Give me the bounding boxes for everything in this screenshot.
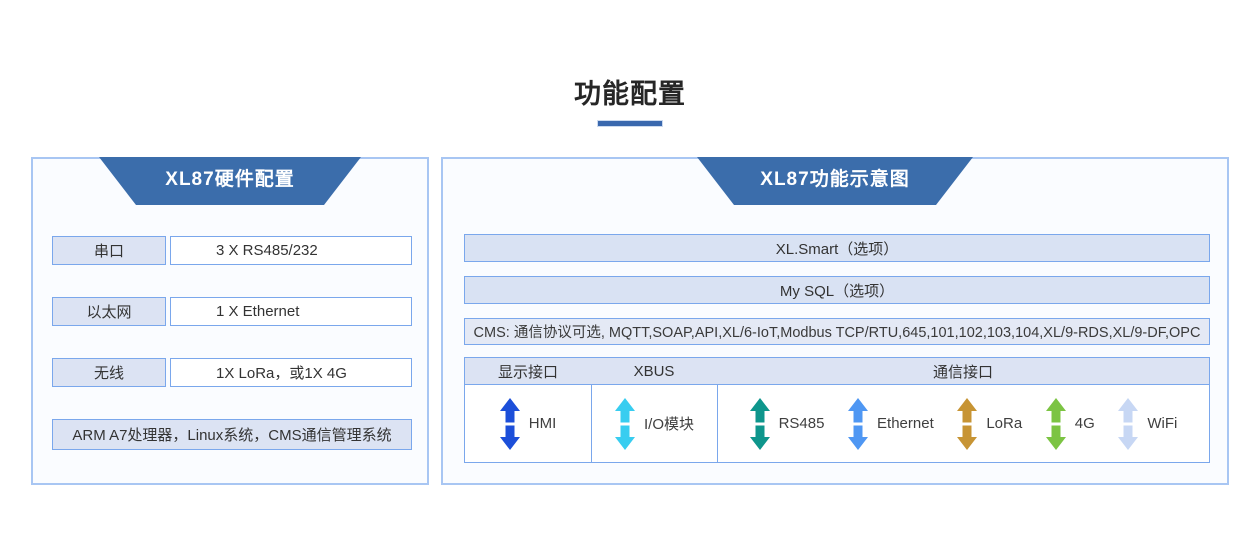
- hardware-row: 串口 3 X RS485/232: [33, 236, 427, 265]
- comm-interface-cell: RS485 Ethernet LoRa: [717, 385, 1209, 462]
- updown-arrow-icon: [1118, 397, 1139, 450]
- function-panel-header: XL87功能示意图: [697, 157, 973, 205]
- hardware-row-label: 以太网: [52, 297, 166, 326]
- title-underline: [597, 120, 663, 127]
- hardware-row-value: 3 X RS485/232: [170, 236, 412, 265]
- page-title: 功能配置: [574, 79, 686, 109]
- interface-item-io-module: I/O模块: [614, 397, 694, 450]
- interface-item-ethernet: Ethernet: [848, 397, 934, 450]
- column-header-display-interface: 显示接口: [497, 363, 558, 381]
- interface-table-body: HMI I/O模块 RS485: [464, 384, 1210, 463]
- column-header-xbus: XBUS: [633, 362, 675, 380]
- hardware-footer: ARM A7处理器，Linux系统，CMS通信管理系统: [52, 419, 412, 450]
- hardware-panel: XL87硬件配置 串口 3 X RS485/232 以太网 1 X Ethern…: [31, 157, 429, 485]
- updown-arrow-icon: [957, 397, 978, 450]
- hardware-panel-header: XL87硬件配置: [99, 157, 361, 205]
- interface-item-wifi: WiFi: [1118, 397, 1178, 450]
- interface-item-label: 4G: [1074, 415, 1095, 432]
- interface-item-hmi: HMI: [499, 397, 557, 450]
- option-row-mysql: My SQL（选项）: [464, 276, 1210, 304]
- updown-arrow-icon: [499, 397, 520, 450]
- interface-item-label: Ethernet: [877, 415, 934, 432]
- hardware-row: 无线 1X LoRa，或1X 4G: [33, 358, 427, 387]
- interface-item-label: HMI: [528, 415, 557, 432]
- hardware-row: 以太网 1 X Ethernet: [33, 297, 427, 326]
- updown-arrow-icon: [1045, 397, 1066, 450]
- title-block: 功能配置: [0, 72, 1260, 127]
- hardware-row-label: 串口: [52, 236, 166, 265]
- interface-item-4g: 4G: [1045, 397, 1095, 450]
- hardware-row-label: 无线: [52, 358, 166, 387]
- updown-arrow-icon: [749, 397, 770, 450]
- updown-arrow-icon: [614, 397, 635, 450]
- interface-item-label: RS485: [778, 415, 825, 432]
- updown-arrow-icon: [848, 397, 869, 450]
- function-panel: XL87功能示意图 XL.Smart（选项） My SQL（选项） CMS: 通…: [441, 157, 1229, 485]
- cms-protocol-row: CMS: 通信协议可选, MQTT,SOAP,API,XL/6-IoT,Modb…: [464, 318, 1210, 345]
- xbus-cell: I/O模块: [591, 385, 717, 462]
- interface-item-label: WiFi: [1147, 415, 1178, 432]
- interface-item-rs485: RS485: [749, 397, 825, 450]
- column-header-comm-interface: 通信接口: [932, 363, 993, 381]
- display-interface-cell: HMI: [465, 385, 591, 462]
- hardware-row-value: 1X LoRa，或1X 4G: [170, 358, 412, 387]
- interface-item-label: I/O模块: [643, 416, 694, 433]
- hardware-row-value: 1 X Ethernet: [170, 297, 412, 326]
- interface-table-header: 显示接口 XBUS 通信接口: [464, 357, 1210, 385]
- interface-item-lora: LoRa: [957, 397, 1023, 450]
- option-row-xlsmart: XL.Smart（选项）: [464, 234, 1210, 262]
- interface-item-label: LoRa: [986, 415, 1023, 432]
